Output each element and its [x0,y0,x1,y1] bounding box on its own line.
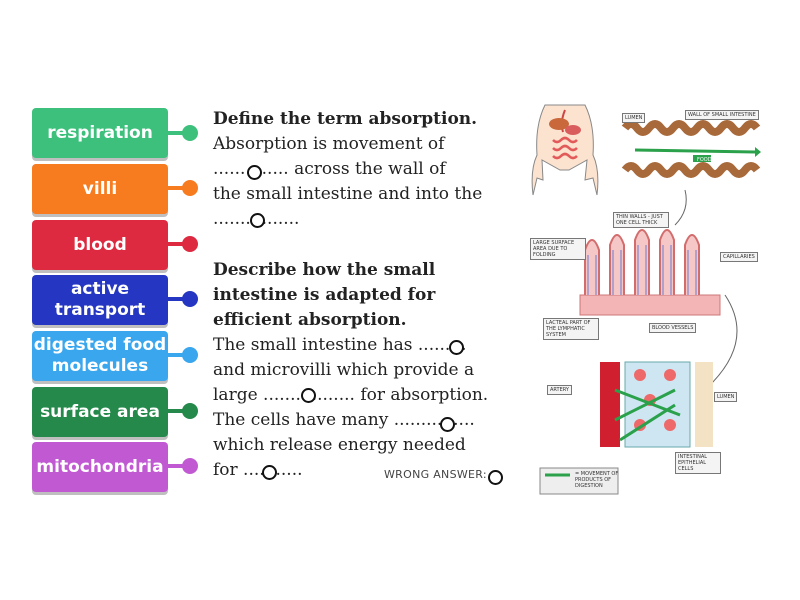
question-text-line: the small intestine and into the [213,184,483,204]
label-thin-walls: THIN WALLS - JUST ONE CELL THICK [613,212,669,228]
tile-anchor-dot[interactable] [182,347,198,363]
small-intestine-diagram: LUMEN WALL OF SMALL INTESTINE FOOD THIN … [525,100,770,495]
connector-line [168,409,186,413]
label-wall: WALL OF SMALL INTESTINE [685,110,759,120]
drop-target-wrong-answer[interactable] [488,470,503,485]
question-text-line: which release energy needed [213,435,466,455]
question-text-line: for ........... [213,460,303,480]
tile-label: respiration [47,122,153,143]
label-capillaries: CAPILLARIES [720,252,758,262]
label-blood-vessels: BLOOD VESSELS [649,323,697,333]
answer-tile-blood[interactable]: blood [32,220,168,270]
drop-target-blank-6[interactable] [262,465,277,480]
answer-tile-mitochondria[interactable]: mitochondria [32,442,168,492]
label-large-surface: LARGE SURFACE AREA DUE TO FOLDING [530,238,586,260]
connector-line [168,353,186,357]
question-text-line: The cells have many ............... [213,410,475,430]
tile-label: active transport [54,279,146,320]
question-2-title: efficient absorption. [213,310,407,330]
tile-label: digested food molecules [33,335,167,376]
drop-target-blank-2[interactable] [250,213,265,228]
connector-line [168,297,186,301]
drop-target-blank-1[interactable] [247,165,262,180]
blank-dots: ...... [213,159,246,179]
wrong-answer-label: WRONG ANSWER: [384,468,487,481]
question-2-title: Describe how the small [213,260,436,280]
label-lacteal: LACTEAL PART OF THE LYMPHATIC SYSTEM [543,318,599,340]
tile-label: villi [82,178,118,199]
answer-tile-surface-area[interactable]: surface area [32,387,168,437]
question-2: Describe how the small intestine is adap… [213,258,513,483]
tile-anchor-dot[interactable] [182,125,198,141]
tile-label: blood [73,234,127,255]
drop-target-blank-4[interactable] [301,388,316,403]
answer-tile-digested-food-molecules[interactable]: digested food molecules [32,331,168,381]
label-epithelial: INTESTINAL EPITHELIAL CELLS [675,452,721,474]
diagram-illustration [531,104,761,495]
tile-anchor-dot[interactable] [182,458,198,474]
label-lumen-2: LUMEN [714,392,738,402]
question-text-line: The small intestine has ......... [213,335,467,355]
tile-label: surface area [40,401,160,422]
answer-tile-respiration[interactable]: respiration [32,108,168,158]
connector-line [168,131,186,135]
question-text-line: Absorption is movement of [213,134,445,154]
drop-target-blank-3[interactable] [449,340,464,355]
label-artery: ARTERY [547,385,572,395]
question-1: Define the term absorption. Absorption i… [213,107,513,232]
question-text-line: and microvilli which provide a [213,360,475,380]
answer-tile-active-transport[interactable]: active transport [32,275,168,325]
connector-line [168,464,186,468]
tile-label: mitochondria [36,456,164,477]
question-text-line: large ................. for absorption. [213,385,489,405]
tile-anchor-dot[interactable] [182,403,198,419]
question-text-line: ........ across the wall of [245,159,446,179]
drop-target-blank-5[interactable] [440,417,455,432]
label-food: FOOD [697,157,712,163]
label-lumen: LUMEN [622,113,646,123]
legend-text: = MOVEMENT OF PRODUCTS OF DIGESTION [575,471,619,489]
connector-line [168,242,186,246]
tile-anchor-dot[interactable] [182,291,198,307]
tile-anchor-dot[interactable] [182,180,198,196]
question-1-title: Define the term absorption. [213,109,478,129]
answer-tile-villi[interactable]: villi [32,164,168,214]
question-2-title: intestine is adapted for [213,285,436,305]
connector-line [168,186,186,190]
tile-anchor-dot[interactable] [182,236,198,252]
